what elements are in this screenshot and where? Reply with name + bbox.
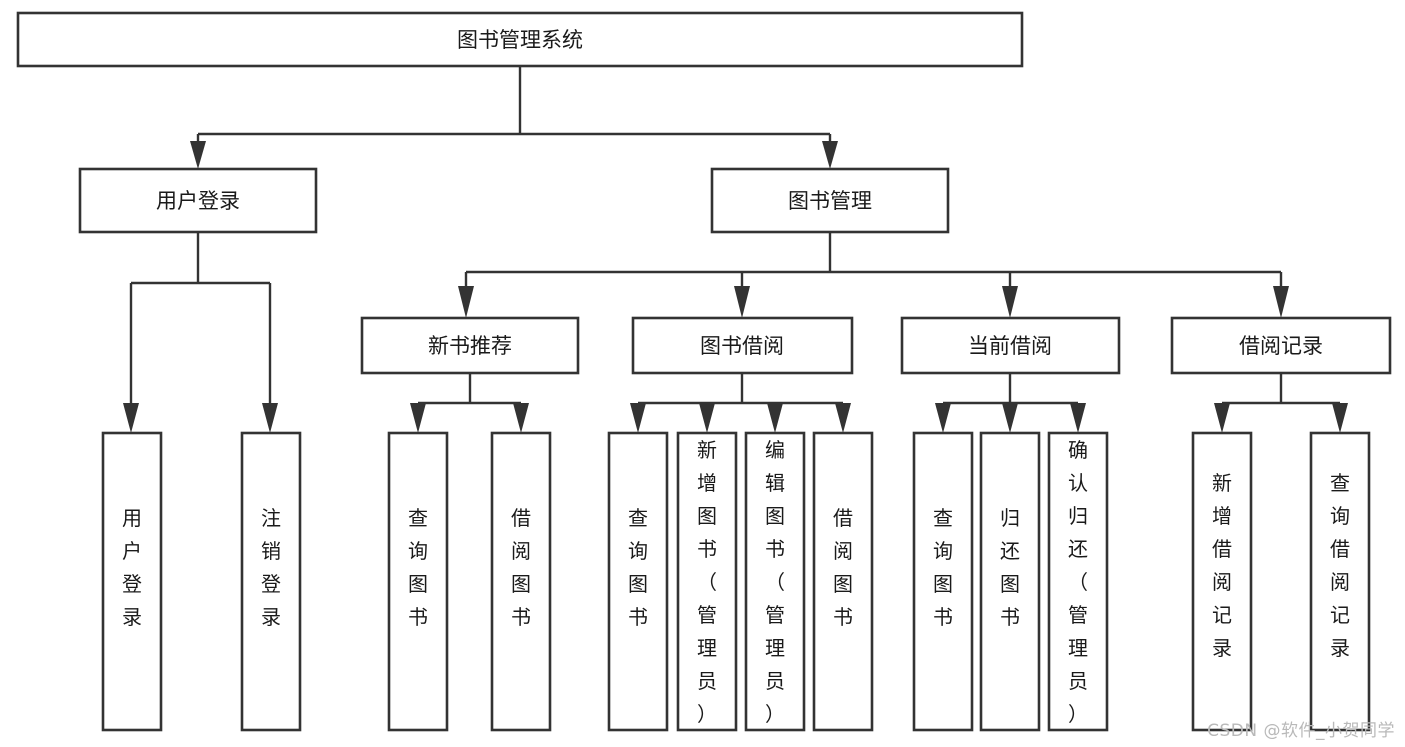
leaf-user-login-label: 用户登录	[122, 506, 142, 629]
leaf-add-book-label: 新增图书（管理员）	[697, 438, 717, 726]
leaf-edit-book[interactable]: 编辑图书（管理员）	[744, 431, 806, 732]
connectors-book-manage-to-level3	[458, 232, 1289, 318]
leaf-confirm-return-box	[1047, 431, 1109, 732]
leaf-edit-book-label: 编辑图书（管理员）	[765, 438, 785, 726]
arrow-head-leaf-logout	[262, 403, 278, 433]
node-book-borrow[interactable]: 图书借阅	[631, 316, 854, 375]
leaf-borrow-book-recommend-label: 借阅图书	[511, 506, 531, 629]
arrow-head-to-new-book	[458, 286, 474, 318]
node-root-label: 图书管理系统	[457, 28, 583, 52]
arrow-head-leaf-query-book-3	[935, 403, 951, 433]
node-book-management-box	[710, 167, 950, 234]
node-root-book-management-system[interactable]: 图书管理系统	[16, 11, 1024, 68]
leaf-query-book-recommend-box	[387, 431, 449, 732]
leaf-return-book-box	[979, 431, 1041, 732]
node-borrow-record-box	[1170, 316, 1392, 375]
leaf-user-login-box	[101, 431, 163, 732]
leaf-borrow-book-recommend[interactable]: 借阅图书	[490, 431, 552, 732]
node-root-box	[16, 11, 1024, 68]
leaf-add-borrow-record-label: 新增借阅记录	[1212, 471, 1232, 660]
leaf-query-borrow-record-box	[1309, 431, 1371, 732]
leaf-add-borrow-record[interactable]: 新增借阅记录	[1191, 431, 1253, 732]
leaf-query-book-borrow[interactable]: 查询图书	[607, 431, 669, 732]
leaf-logout[interactable]: 注销登录	[240, 431, 302, 732]
leaf-query-book-recommend[interactable]: 查询图书	[387, 431, 449, 732]
leaf-borrow-book-label: 借阅图书	[833, 506, 853, 629]
node-new-book-recommend-label: 新书推荐	[428, 334, 512, 358]
arrow-head-to-borrow-record	[1273, 286, 1289, 318]
leaf-logout-label: 注销登录	[261, 506, 281, 629]
arrow-head-to-current-borrow	[1002, 286, 1018, 318]
arrow-head-leaf-confirm-return	[1070, 403, 1086, 433]
leaf-query-book-recommend-label: 查询图书	[408, 506, 428, 629]
node-current-borrow[interactable]: 当前借阅	[900, 316, 1121, 375]
arrow-head-leaf-add-record	[1214, 403, 1230, 433]
connectors-new-book-to-leaves	[410, 373, 529, 433]
leaf-query-book-borrow-box	[607, 431, 669, 732]
leaf-add-book-box	[676, 431, 738, 732]
leaf-confirm-return[interactable]: 确认归还（管理员）	[1047, 431, 1109, 732]
connectors-borrow-record-to-leaves	[1214, 373, 1348, 433]
connectors-root-to-level2	[190, 66, 838, 169]
arrow-head-leaf-return-book	[1002, 403, 1018, 433]
leaf-return-book[interactable]: 归还图书	[979, 431, 1041, 732]
connectors-current-borrow-to-leaves	[935, 373, 1086, 433]
node-borrow-record[interactable]: 借阅记录	[1170, 316, 1392, 375]
arrow-head-to-book-borrow	[734, 286, 750, 318]
leaf-query-book-current-box	[912, 431, 974, 732]
leaf-add-borrow-record-box	[1191, 431, 1253, 732]
node-user-login[interactable]: 用户登录	[78, 167, 318, 234]
leaf-borrow-book[interactable]: 借阅图书	[812, 431, 874, 732]
leaf-user-login[interactable]: 用户登录	[101, 431, 163, 732]
leaf-query-book-borrow-label: 查询图书	[628, 506, 648, 629]
node-book-management-label: 图书管理	[788, 189, 872, 213]
leaf-borrow-book-box	[812, 431, 874, 732]
node-current-borrow-box	[900, 316, 1121, 375]
arrow-head-leaf-query-book-2	[630, 403, 646, 433]
leaf-edit-book-box	[744, 431, 806, 732]
connectors-user-login-to-leaves	[123, 232, 278, 433]
arrow-head-leaf-edit-book	[767, 403, 783, 433]
arrow-head-leaf-user-login	[123, 403, 139, 433]
csdn-watermark: CSDN @软件_小贺同学	[1207, 721, 1395, 741]
arrow-head-to-user-login	[190, 141, 206, 169]
node-book-borrow-label: 图书借阅	[700, 334, 784, 358]
leaf-query-borrow-record-label: 查询借阅记录	[1330, 471, 1350, 660]
leaf-borrow-book-recommend-box	[490, 431, 552, 732]
node-borrow-record-label: 借阅记录	[1239, 334, 1323, 358]
arrow-head-leaf-borrow-book-2	[835, 403, 851, 433]
arrow-head-to-book-manage	[822, 141, 838, 169]
arrow-head-leaf-add-book	[699, 403, 715, 433]
leaf-query-book-current[interactable]: 查询图书	[912, 431, 974, 732]
connectors-book-borrow-to-leaves	[630, 373, 851, 433]
node-new-book-recommend[interactable]: 新书推荐	[360, 316, 580, 375]
arrow-head-leaf-query-book-1	[410, 403, 426, 433]
leaf-return-book-label: 归还图书	[1000, 506, 1020, 629]
leaf-query-borrow-record[interactable]: 查询借阅记录	[1309, 431, 1371, 732]
leaf-logout-box	[240, 431, 302, 732]
node-user-login-box	[78, 167, 318, 234]
arrow-head-leaf-borrow-book-1	[513, 403, 529, 433]
node-book-management[interactable]: 图书管理	[710, 167, 950, 234]
leaf-query-book-current-label: 查询图书	[933, 506, 953, 629]
node-user-login-label: 用户登录	[156, 189, 240, 213]
arrow-head-leaf-query-record	[1332, 403, 1348, 433]
leaf-confirm-return-label: 确认归还（管理员）	[1068, 438, 1088, 726]
node-book-borrow-box	[631, 316, 854, 375]
node-current-borrow-label: 当前借阅	[968, 334, 1052, 358]
leaf-add-book[interactable]: 新增图书（管理员）	[676, 431, 738, 732]
node-new-book-recommend-box	[360, 316, 580, 375]
